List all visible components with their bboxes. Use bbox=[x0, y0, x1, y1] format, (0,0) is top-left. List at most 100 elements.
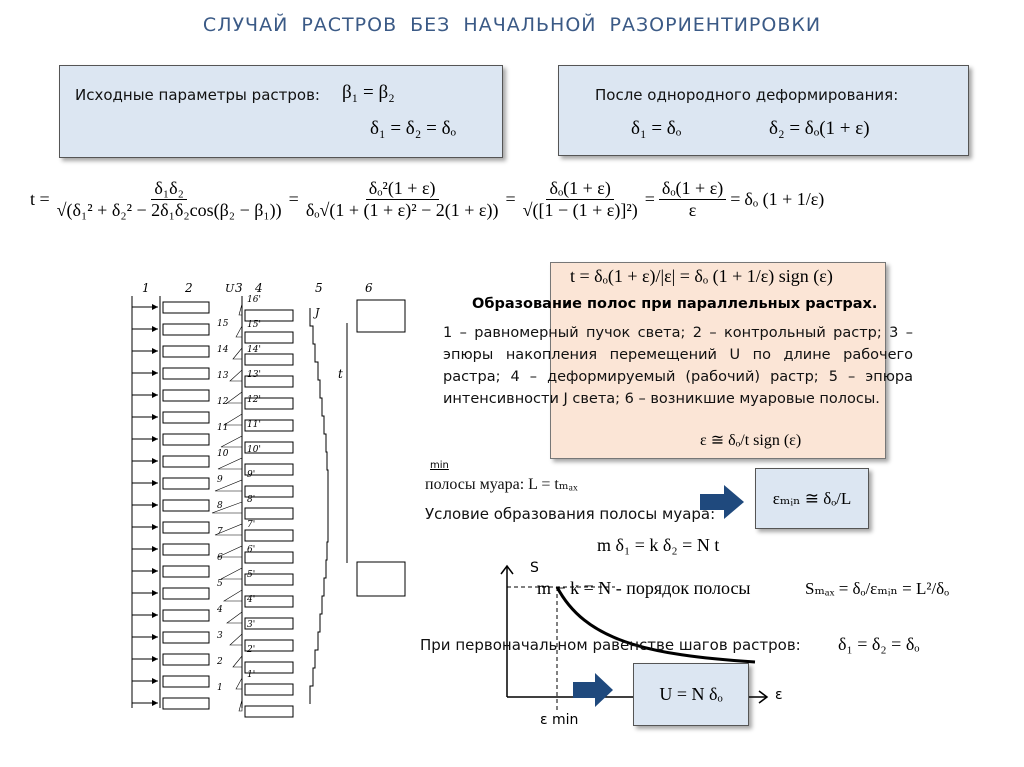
control-raster-line-element bbox=[162, 521, 210, 534]
working-raster-line-element bbox=[244, 485, 294, 498]
initial-equal-formula: δ₁ = δ₂ = δₒ bbox=[838, 634, 920, 654]
working-raster-line-element bbox=[244, 375, 294, 388]
displacement-epure bbox=[229, 369, 243, 382]
control-raster-line-element bbox=[162, 455, 210, 468]
ray-arrow-icon bbox=[152, 392, 158, 398]
displacement-epure bbox=[217, 457, 243, 470]
ray-arrow-icon bbox=[152, 634, 158, 640]
working-raster-line-element bbox=[244, 573, 294, 586]
ray-arrow-icon bbox=[152, 502, 158, 508]
condition-formula: m δ₁ = k δ₂ = N t bbox=[597, 535, 720, 555]
displacement-epure bbox=[226, 611, 243, 624]
arrow-right-icon bbox=[573, 673, 613, 707]
ray-arrow-icon bbox=[152, 590, 158, 596]
after-deformation-box: После однородного деформирования: δ₁ = δ… bbox=[558, 65, 969, 156]
t-sign-formula: t = δₒ(1 + ε)/|ε| = δₒ (1 + 1/ε) sign (ε… bbox=[570, 266, 833, 286]
band-number-left: 12 bbox=[217, 397, 229, 407]
band-number-right: 16' bbox=[247, 295, 261, 305]
equals: = bbox=[730, 189, 741, 210]
u-formula-box: U = N δₒ bbox=[633, 663, 749, 726]
column-label: 3 bbox=[235, 281, 243, 295]
f4-numerator: δₒ(1 + ε) bbox=[658, 178, 727, 200]
displacement-epure bbox=[229, 633, 243, 646]
epsilon-min-box: εₘᵢₙ ≅ δₒ/L bbox=[755, 468, 869, 529]
working-raster-line-element bbox=[244, 309, 294, 322]
e-min-label: ε min bbox=[540, 712, 579, 728]
section-heading: Образование полос при параллельных растр… bbox=[472, 296, 878, 312]
control-raster-line-element bbox=[162, 609, 210, 622]
control-raster-line-element bbox=[162, 543, 210, 556]
displacement-epure bbox=[232, 347, 243, 360]
band-number-right: 2' bbox=[246, 645, 255, 655]
working-raster-line-element bbox=[244, 463, 294, 476]
control-raster-line-element bbox=[162, 301, 210, 314]
stray-min: min bbox=[430, 460, 449, 471]
band-number-left: 7 bbox=[217, 527, 223, 537]
band-number-right: 13' bbox=[247, 370, 261, 380]
slide-title: СЛУЧАЙ РАСТРОВ БЕЗ НАЧАЛЬНОЙ РАЗОРИЕНТИР… bbox=[202, 14, 822, 36]
s-max-formula: Sₘₐₓ = δₒ/εₘᵢₙ = L²/δₒ bbox=[805, 579, 950, 598]
f1-numerator: δ₁δ₂ bbox=[151, 178, 187, 200]
column-label: 6 bbox=[365, 281, 373, 295]
epsilon-sign-formula: ε ≅ δₒ/t sign (ε) bbox=[700, 432, 802, 449]
control-raster-line-element bbox=[162, 345, 210, 358]
beta-equation: β₁ = β₂ bbox=[342, 82, 395, 103]
main-formula: t = δ₁δ₂√(δ₁² + δ₂² − 2δ₁δ₂cos(β₂ − β₁))… bbox=[30, 178, 824, 221]
x-axis-label: ε bbox=[775, 687, 783, 703]
formula-tail: δₒ (1 + 1/ε) bbox=[744, 189, 825, 210]
control-raster-line-element bbox=[162, 389, 210, 402]
legend-text: 1 – равномерный пучок света; 2 – контрол… bbox=[443, 325, 913, 407]
formula-lhs: t = bbox=[30, 189, 50, 210]
band-number-left: 1 bbox=[217, 683, 223, 693]
working-raster-line-element bbox=[244, 705, 294, 718]
column-label: 5 bbox=[315, 281, 323, 295]
moire-condition-label: Условие образования полосы муара: bbox=[425, 505, 716, 523]
band-number-right: 8' bbox=[247, 495, 255, 505]
ray-arrow-icon bbox=[152, 458, 158, 464]
equals: = bbox=[505, 189, 516, 210]
band-number-left: 5 bbox=[217, 579, 223, 589]
ray-arrow-icon bbox=[152, 370, 158, 376]
f2-denominator: δₒ√(1 + (1 + ε)² − 2(1 + ε)) bbox=[305, 199, 499, 220]
control-raster-line-element bbox=[162, 433, 210, 446]
ray-arrow-icon bbox=[152, 568, 158, 574]
f2-numerator: δₒ²(1 + ε) bbox=[365, 178, 439, 200]
after-deformation-label: После однородного деформирования: bbox=[595, 86, 899, 104]
working-raster-line-element bbox=[244, 661, 294, 674]
y-axis-label: S bbox=[530, 560, 539, 576]
control-raster-line-element bbox=[162, 411, 210, 424]
band-number-left: 10 bbox=[217, 449, 229, 459]
equals: = bbox=[288, 189, 299, 210]
ray-arrow-icon bbox=[152, 612, 158, 618]
working-raster-line-element bbox=[244, 397, 294, 410]
f3-denominator: √([1 − (1 + ε)]²) bbox=[522, 199, 638, 220]
band-number-right: 15' bbox=[247, 320, 261, 330]
arrow-right-icon bbox=[700, 485, 744, 519]
band-number-right: 11' bbox=[247, 420, 261, 430]
band-number-right: 12' bbox=[247, 395, 261, 405]
band-number-left: 2 bbox=[216, 657, 223, 667]
band-number-right: 10' bbox=[247, 445, 261, 455]
column-label: 4 bbox=[254, 281, 263, 295]
displacement-epure bbox=[235, 677, 243, 690]
initial-equal-label: При первоначальном равенстве шагов растр… bbox=[420, 636, 801, 654]
ray-arrow-icon bbox=[152, 524, 158, 530]
delta-equation: δ₁ = δ₂ = δₒ bbox=[370, 118, 457, 139]
control-raster-line-element bbox=[162, 587, 210, 600]
ray-arrow-icon bbox=[152, 326, 158, 332]
displacement-epure bbox=[235, 325, 243, 338]
band-number-right: 6' bbox=[247, 545, 255, 555]
initial-params-label: Исходные параметры растров: bbox=[75, 86, 320, 104]
s-curve bbox=[555, 586, 756, 664]
band-number-right: 7' bbox=[247, 520, 255, 530]
displacement-epure bbox=[222, 589, 243, 602]
f4-denominator: ε bbox=[688, 199, 697, 220]
initial-params-box: Исходные параметры растров: β₁ = β₂ δ₁ =… bbox=[59, 65, 503, 158]
band-number-right: 1' bbox=[247, 670, 255, 680]
working-raster-line-element bbox=[244, 353, 294, 366]
f3-numerator: δₒ(1 + ε) bbox=[546, 178, 614, 200]
moire-band-bottom bbox=[356, 561, 406, 597]
control-raster-line-element bbox=[162, 697, 210, 710]
moire-width: полосы муара: L = tₘₐₓ bbox=[425, 476, 578, 493]
